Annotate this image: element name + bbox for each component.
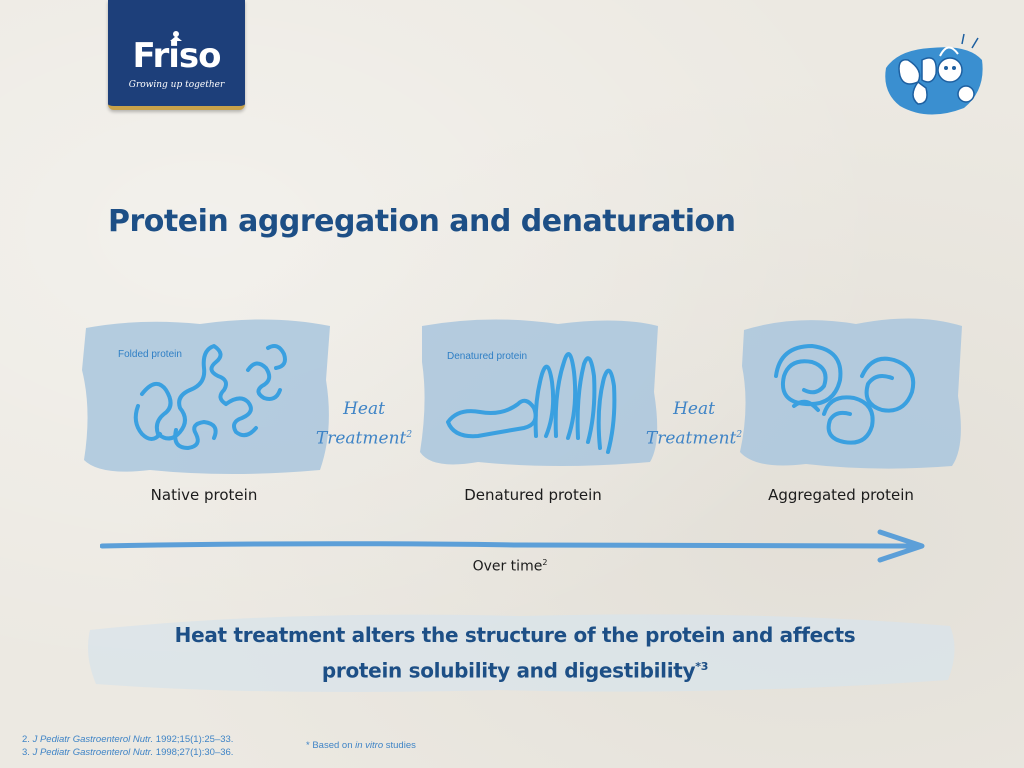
heat-line1: Heat <box>343 399 385 419</box>
heat-line2: Treatment <box>315 428 407 449</box>
conclusion-ref: *3 <box>695 660 709 673</box>
page-title: Protein aggregation and denaturation <box>108 204 736 239</box>
folded-protein-label: Folded protein <box>118 349 182 360</box>
heat-line1: Heat <box>673 399 715 419</box>
reference-journal: J Pediatr Gastroenterol Nutr. <box>32 747 154 758</box>
footnote-pre: * Based on <box>306 740 356 751</box>
conclusion-text: Heat treatment alters the structure of t… <box>120 620 910 687</box>
conclusion-line1: Heat treatment alters the structure of t… <box>174 623 856 647</box>
reference-item: 2. J Pediatr Gastroenterol Nutr. 1992;15… <box>22 733 233 746</box>
heat-treatment-step: Heat Treatment2 <box>304 396 424 452</box>
denatured-protein-panel <box>420 319 658 466</box>
logo-tagline: Growing up together <box>128 80 225 90</box>
folded-protein-squiggle <box>133 344 287 450</box>
logo-wordmark: Friso <box>132 36 221 76</box>
reference-item: 3. J Pediatr Gastroenterol Nutr. 1998;27… <box>22 746 233 759</box>
reference-citation: 1992;15(1):25–33. <box>155 734 234 745</box>
heat-line2: Treatment <box>645 428 737 449</box>
denatured-protein-label: Denatured protein <box>447 351 528 362</box>
denatured-protein-strands <box>446 352 617 454</box>
heat-ref: 2 <box>406 430 413 440</box>
conclusion-brush-banner <box>88 614 955 692</box>
heat-treatment-step: Heat Treatment2 <box>634 396 754 452</box>
butterfly-mascot-icon <box>885 33 983 115</box>
native-protein-panel <box>82 319 330 474</box>
reference-citation: 1998;27(1):30–36. <box>155 747 234 758</box>
aggregated-protein-panel <box>740 318 962 469</box>
reference-number: 3. <box>22 747 30 758</box>
conclusion-line2: protein solubility and digestibility <box>321 658 696 683</box>
aggregated-protein-clumps <box>774 343 916 445</box>
over-time-text: Over time <box>472 558 543 575</box>
reference-journal: J Pediatr Gastroenterol Nutr. <box>32 734 154 745</box>
references: 2. J Pediatr Gastroenterol Nutr. 1992;15… <box>22 733 233 759</box>
timeline-arrow <box>100 529 925 563</box>
over-time-ref: 2 <box>542 558 548 567</box>
heat-ref: 2 <box>736 430 743 440</box>
native-protein-caption: Native protein <box>150 486 258 504</box>
friso-logo: Friso Growing up together <box>108 0 245 110</box>
reference-number: 2. <box>22 734 30 745</box>
footnote-post: studies <box>383 740 416 751</box>
crest-icon <box>170 31 182 41</box>
aggregated-protein-caption: Aggregated protein <box>768 486 914 504</box>
footnote-italic: in vitro <box>355 740 384 751</box>
over-time-label: Over time2 <box>440 558 580 575</box>
denatured-protein-caption: Denatured protein <box>464 486 602 504</box>
footnote: * Based on in vitro studies <box>306 740 416 751</box>
